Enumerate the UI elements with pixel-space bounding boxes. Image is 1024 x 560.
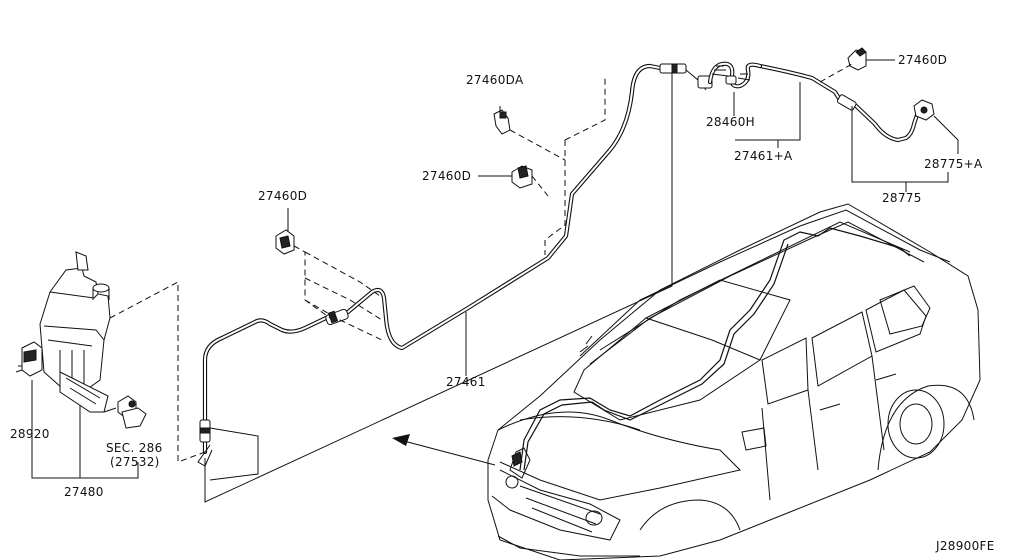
washer-nozzle-28775A bbox=[913, 99, 935, 121]
hose-connectors bbox=[197, 63, 857, 467]
vehicle-outline bbox=[487, 203, 981, 560]
label-sec286: SEC. 286 bbox=[106, 441, 163, 455]
diagram-code: J28900FE bbox=[935, 539, 995, 553]
label-27460D-mid: 27460D bbox=[422, 169, 471, 183]
part-labels: 27460DA 27460D 27460D 27460D 28460H 2746… bbox=[10, 53, 995, 553]
leader-lines bbox=[31, 59, 959, 503]
check-valve-28460H bbox=[685, 61, 763, 91]
level-sensor-sec286 bbox=[103, 395, 147, 429]
label-27460DA: 27460DA bbox=[466, 73, 524, 87]
clip-27460DA bbox=[493, 109, 511, 135]
label-27460D-right: 27460D bbox=[898, 53, 947, 67]
label-sec27532: (27532) bbox=[110, 455, 160, 469]
main-washer-hose bbox=[202, 63, 921, 455]
washer-tank-27480 bbox=[15, 251, 111, 413]
label-28460H: 28460H bbox=[706, 115, 755, 129]
assembly-guide-lines bbox=[109, 63, 853, 463]
clip-27460D-right bbox=[847, 47, 867, 71]
label-28775: 28775 bbox=[882, 191, 922, 205]
clip-27460D-left bbox=[275, 229, 295, 255]
clip-27460D-mid bbox=[511, 165, 533, 189]
front-direction-arrow bbox=[392, 434, 496, 466]
label-27461A: 27461+A bbox=[734, 149, 793, 163]
label-27480: 27480 bbox=[64, 485, 104, 499]
label-28775A: 28775+A bbox=[924, 157, 983, 171]
label-28920: 28920 bbox=[10, 427, 50, 441]
label-27461: 27461 bbox=[446, 375, 486, 389]
label-27460D-left: 27460D bbox=[258, 189, 307, 203]
